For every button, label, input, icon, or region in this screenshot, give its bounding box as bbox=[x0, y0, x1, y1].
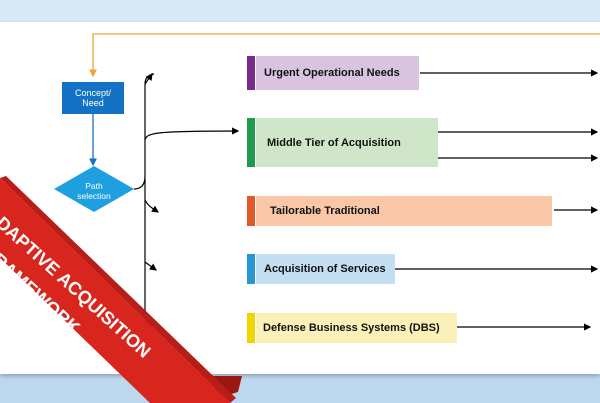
path-bar-dbs bbox=[247, 313, 255, 343]
ribbon-edge bbox=[0, 176, 236, 403]
branch-arrow-2 bbox=[144, 127, 240, 141]
path-box-urgent: Urgent Operational Needs bbox=[256, 56, 419, 90]
path-bar-tailorable bbox=[247, 196, 255, 226]
path-selection-label: Path selection bbox=[77, 181, 111, 201]
concept-need-label: Concept/ Need bbox=[74, 88, 112, 108]
path-box-tailorable: Tailorable Traditional bbox=[256, 196, 552, 226]
branch-arrow-4 bbox=[144, 261, 157, 271]
path-box-middle-tier: Middle Tier of Acquisition bbox=[256, 118, 438, 167]
path-label-services: Acquisition of Services bbox=[264, 263, 386, 275]
path-label-dbs: Defense Business Systems (DBS) bbox=[263, 322, 440, 334]
path-label-middle-tier: Middle Tier of Acquisition bbox=[267, 136, 401, 149]
path-label-urgent: Urgent Operational Needs bbox=[264, 67, 400, 79]
path-bar-urgent bbox=[247, 56, 255, 90]
path-label-tailorable: Tailorable Traditional bbox=[270, 205, 380, 217]
decision-diamond bbox=[54, 166, 134, 212]
path-bar-services bbox=[247, 254, 255, 284]
path-box-services: Acquisition of Services bbox=[256, 254, 395, 284]
branch-arrow-1 bbox=[144, 73, 153, 85]
path-box-dbs: Defense Business Systems (DBS) bbox=[256, 313, 457, 343]
branch-arrow-3 bbox=[144, 199, 159, 213]
path-bar-middle-tier bbox=[247, 118, 255, 167]
concept-need-node: Concept/ Need bbox=[62, 82, 124, 114]
feedback-loop-line bbox=[89, 33, 600, 78]
